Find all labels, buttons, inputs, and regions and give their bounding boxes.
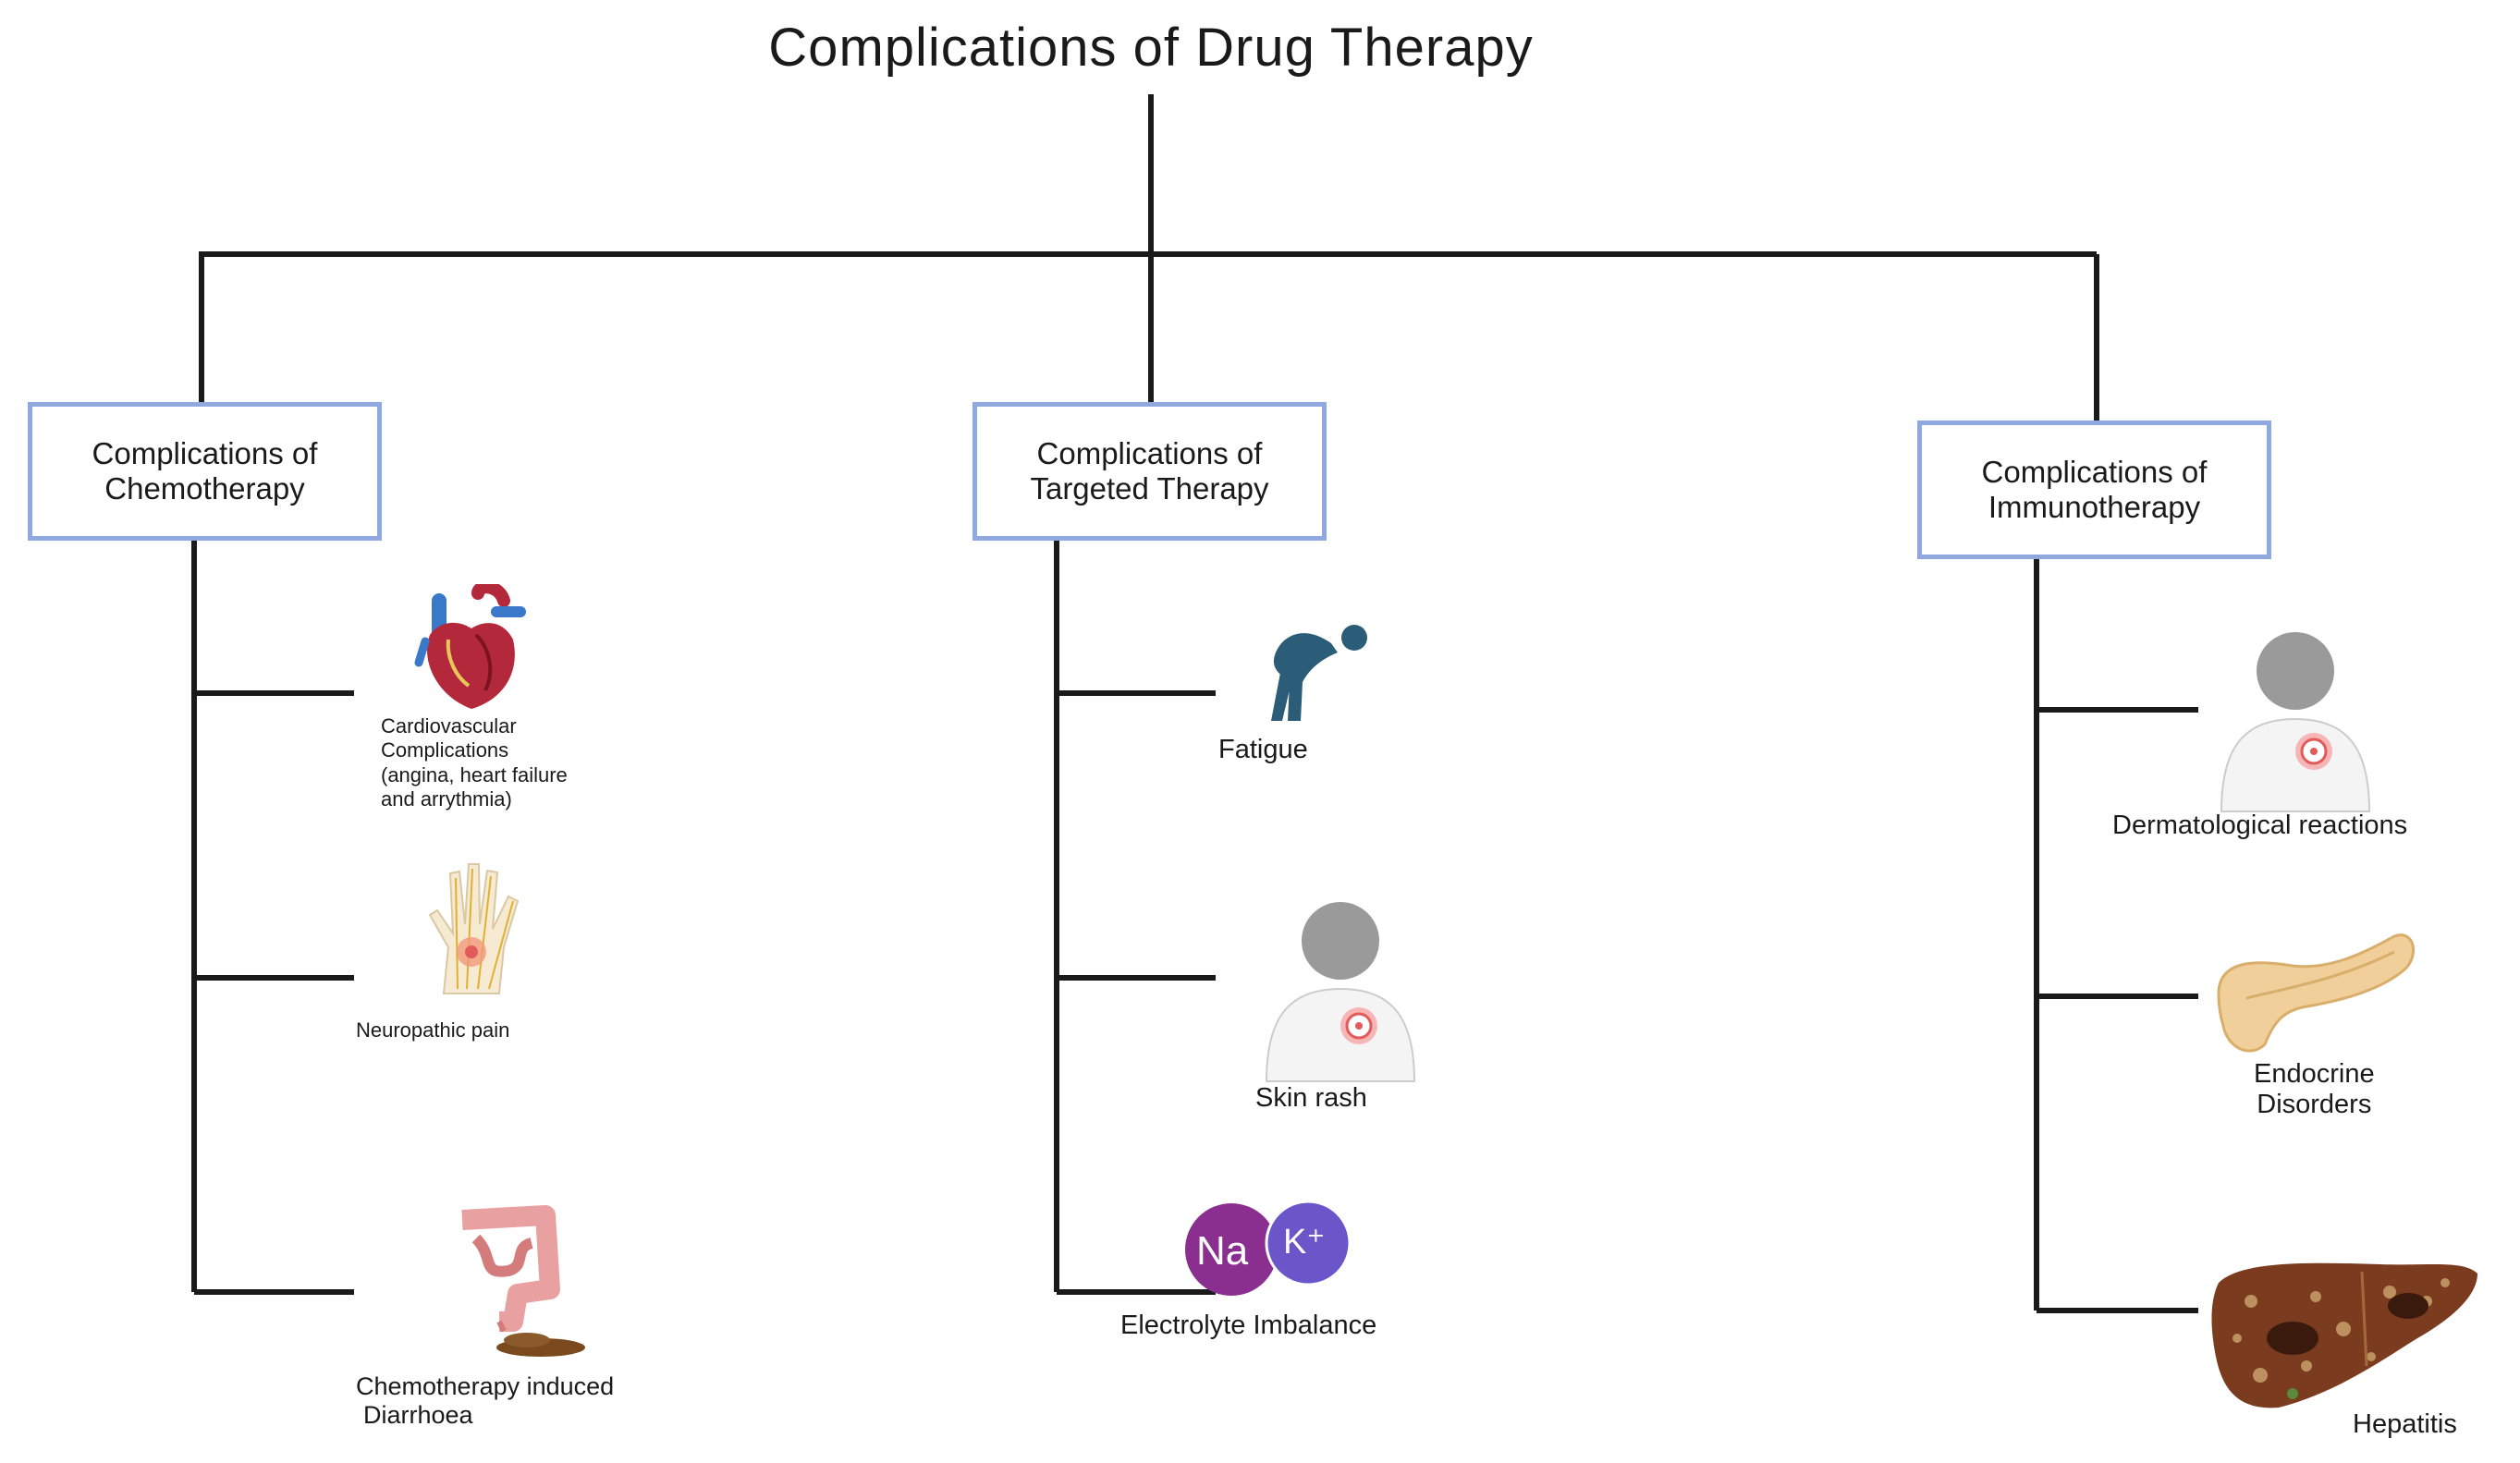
category-label-line2: Immunotherapy <box>1988 490 2201 524</box>
item-label-electrolyte-imbalance: Electrolyte Imbalance <box>1120 1311 1377 1340</box>
potassium-label: K⁺ <box>1283 1223 1325 1262</box>
category-label-line1: Complications of <box>1981 455 2208 490</box>
sodium-label: Na <box>1196 1228 1249 1274</box>
category-label-line2: Chemotherapy <box>104 471 305 506</box>
liver-icon <box>2211 1262 2477 1408</box>
category-label-line1: Complications of <box>1036 436 1263 471</box>
item-label-hepatitis: Hepatitis <box>2353 1409 2457 1439</box>
pancreas-icon <box>2217 933 2415 1053</box>
item-label-skin-rash: Skin rash <box>1255 1083 1367 1113</box>
heart-icon <box>414 584 526 709</box>
item-label-neuropathic-pain: Neuropathic pain <box>356 1018 510 1042</box>
fatigued-person-icon <box>1271 625 1367 721</box>
diagram-title: Complications of Drug Therapy <box>768 18 1534 78</box>
category-label-line2: Targeted Therapy <box>1030 471 1269 506</box>
intestine-icon <box>461 1205 585 1357</box>
body-rash-icon <box>2220 632 2371 812</box>
electrolyte-icon: Na K⁺ <box>1185 1201 1352 1296</box>
item-label-fatigue: Fatigue <box>1218 735 1308 764</box>
body-rash-icon <box>1265 902 1416 1082</box>
hand-nerve-icon <box>428 863 520 994</box>
category-label-line1: Complications of <box>92 436 318 471</box>
item-label-dermatological-reactions: Dermatological reactions <box>2112 811 2408 840</box>
